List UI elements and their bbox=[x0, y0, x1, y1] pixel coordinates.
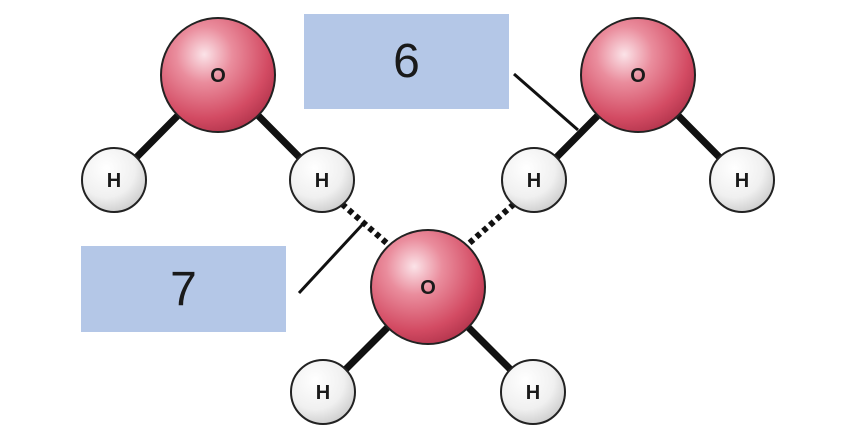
hydrogen-label: H bbox=[526, 382, 540, 404]
label-box-6: 6 bbox=[304, 14, 509, 109]
hydrogen-atom bbox=[500, 359, 566, 425]
hydrogen-label: H bbox=[107, 170, 121, 192]
oxygen-atom bbox=[580, 17, 696, 133]
hydrogen-atom bbox=[289, 147, 355, 213]
oxygen-label: O bbox=[210, 65, 226, 87]
hydrogen-atom bbox=[290, 359, 356, 425]
oxygen-label: O bbox=[630, 65, 646, 87]
oxygen-atom bbox=[160, 17, 276, 133]
hydrogen-atom bbox=[501, 147, 567, 213]
hydrogen-label: H bbox=[315, 170, 329, 192]
leader-line-7 bbox=[297, 223, 364, 295]
water-molecule-1: O H H bbox=[81, 17, 355, 213]
leader-lines bbox=[297, 72, 579, 295]
oxygen-label: O bbox=[420, 277, 436, 299]
oxygen-atom bbox=[370, 229, 486, 345]
hydrogen-label: H bbox=[527, 170, 541, 192]
hydrogen-label: H bbox=[316, 382, 330, 404]
water-molecule-2: O H H bbox=[501, 17, 775, 213]
hydrogen-bond-left bbox=[340, 201, 392, 249]
hydrogen-bond-right bbox=[464, 201, 516, 249]
leader-line-6 bbox=[513, 72, 579, 132]
hydrogen-atom bbox=[81, 147, 147, 213]
hydrogen-atom bbox=[709, 147, 775, 213]
hydrogen-bonds bbox=[340, 201, 516, 249]
label-box-7: 7 bbox=[81, 246, 286, 332]
water-molecule-3: O H H bbox=[290, 229, 566, 425]
hydrogen-label: H bbox=[735, 170, 749, 192]
